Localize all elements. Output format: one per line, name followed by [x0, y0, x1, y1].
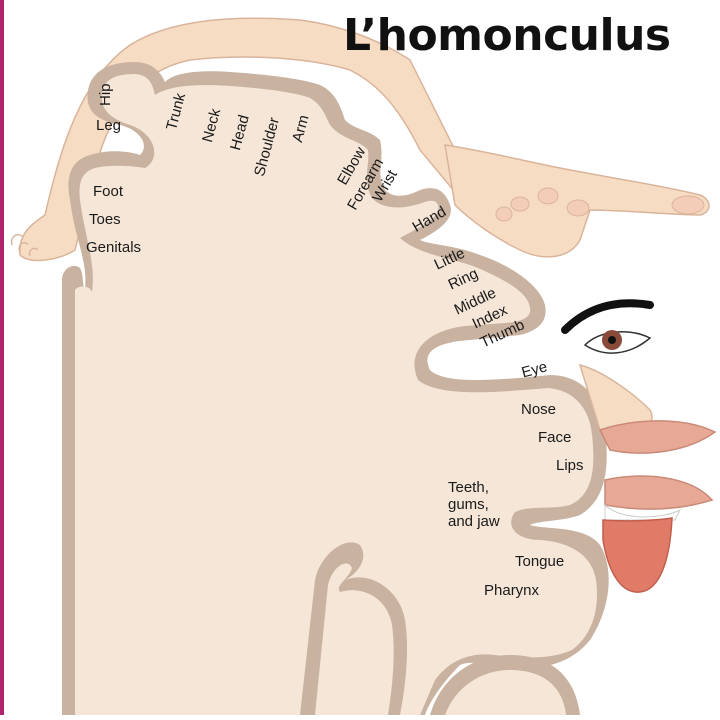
label-genitals: Genitals: [86, 240, 141, 255]
label-teeth-gums-jaw: Teeth, gums, and jaw: [448, 479, 500, 530]
label-foot: Foot: [93, 184, 123, 199]
label-lips: Lips: [556, 458, 584, 473]
page-title: L’homonculus: [343, 14, 671, 58]
label-face: Face: [538, 430, 571, 445]
label-hip: Hip: [98, 83, 113, 106]
accent-border: [0, 0, 4, 715]
label-nose: Nose: [521, 402, 556, 417]
label-pharynx: Pharynx: [484, 583, 539, 598]
label-toes: Toes: [89, 212, 121, 227]
hand-figure: [445, 145, 709, 257]
brain-section: [62, 62, 609, 715]
label-leg: Leg: [96, 118, 121, 133]
label-tongue: Tongue: [515, 554, 564, 569]
